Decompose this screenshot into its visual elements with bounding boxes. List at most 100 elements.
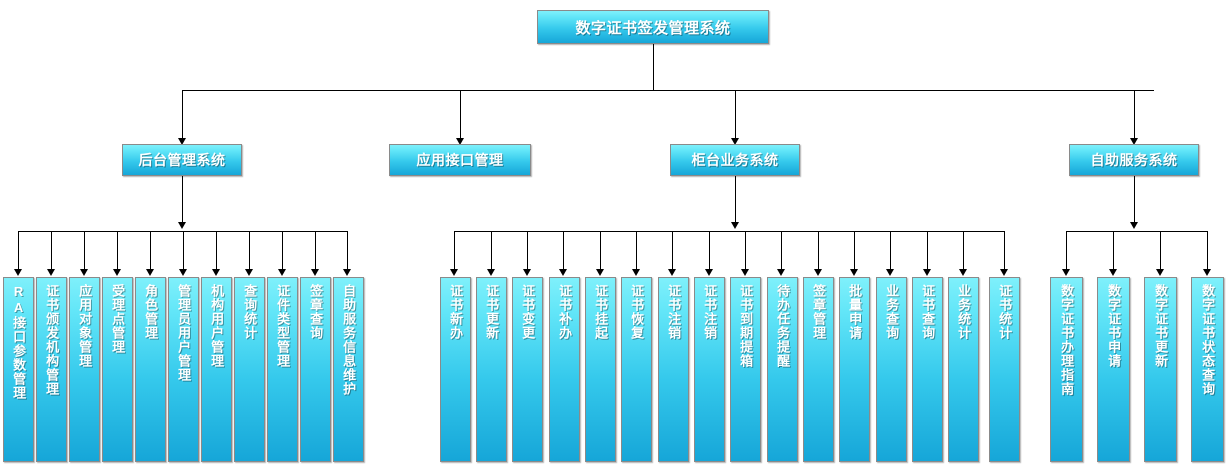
leaf-node[interactable]: 数字证书办理指南: [1050, 277, 1083, 462]
leaf-node[interactable]: 签章查询: [300, 277, 331, 462]
leaf-node[interactable]: 证书注销: [658, 277, 689, 462]
group3-arrow-10: [777, 269, 785, 276]
group3-drop-4: [563, 231, 564, 271]
group1-drop-6: [183, 231, 184, 271]
group3-stem-line: [735, 176, 736, 224]
group1-arrow-11: [343, 269, 351, 276]
group3-arrow-1: [450, 269, 458, 276]
leaf-node[interactable]: 待办任务提醒: [767, 277, 798, 462]
group4-arrow-3: [1156, 269, 1164, 276]
group4-arrow-2: [1109, 269, 1117, 276]
group1-arrow-8: [245, 269, 253, 276]
group4-stem-line: [1134, 176, 1135, 224]
leaf-node[interactable]: 证书统计: [989, 277, 1020, 462]
group3-arrow-8: [705, 269, 713, 276]
branch-node-counter[interactable]: 柜台业务系统: [670, 144, 800, 176]
group3-drop-8: [709, 231, 710, 271]
group3-stem-arrow: [731, 222, 739, 229]
group1-drop-5: [150, 231, 151, 271]
leaf-node[interactable]: 证书查询: [912, 277, 943, 462]
leaf-node[interactable]: 证书到期提箱: [730, 277, 761, 462]
group1-drop-11: [347, 231, 348, 271]
group4-drop-1: [1066, 231, 1067, 271]
level2-arrow-1: [178, 138, 186, 145]
branch-node-backend[interactable]: 后台管理系统: [122, 144, 242, 176]
leaf-node[interactable]: 业务查询: [876, 277, 907, 462]
leaf-node[interactable]: 批量申请: [839, 277, 870, 462]
group1-bus-line: [18, 231, 347, 232]
level2-drop-1: [182, 90, 183, 140]
leaf-node[interactable]: RA接口参数管理: [3, 277, 34, 462]
leaf-node[interactable]: 证件类型管理: [267, 277, 298, 462]
group3-drop-1: [454, 231, 455, 271]
branch-node-selfservice[interactable]: 自助服务系统: [1069, 144, 1199, 176]
level2-bus-line: [182, 90, 1154, 91]
group1-drop-2: [51, 231, 52, 271]
group4-stem-arrow: [1130, 222, 1138, 229]
group3-arrow-9: [741, 269, 749, 276]
group3-drop-10: [781, 231, 782, 271]
leaf-node[interactable]: 自助服务信息维护: [333, 277, 364, 462]
group4-drop-2: [1113, 231, 1114, 271]
level2-arrow-2: [456, 138, 464, 145]
leaf-node[interactable]: 证书恢复: [621, 277, 652, 462]
group1-arrow-2: [47, 269, 55, 276]
group3-bus-line: [454, 231, 1005, 232]
leaf-node[interactable]: 受理点管理: [102, 277, 133, 462]
group3-drop-7: [672, 231, 673, 271]
root-node[interactable]: 数字证书签发管理系统: [537, 10, 769, 44]
leaf-node[interactable]: 证书补办: [549, 277, 580, 462]
leaf-node[interactable]: 证书注销: [694, 277, 725, 462]
group3-arrow-11: [814, 269, 822, 276]
branch-node-api[interactable]: 应用接口管理: [389, 144, 531, 176]
group1-stem-line: [182, 176, 183, 224]
leaf-node[interactable]: 数字证书状态查询: [1191, 277, 1224, 462]
group4-drop-4: [1207, 231, 1208, 271]
group3-drop-13: [890, 231, 891, 271]
group3-drop-9: [745, 231, 746, 271]
group3-arrow-6: [632, 269, 640, 276]
leaf-node[interactable]: 签章管理: [803, 277, 834, 462]
level2-drop-3: [735, 90, 736, 140]
group1-arrow-3: [80, 269, 88, 276]
group3-arrow-7: [668, 269, 676, 276]
leaf-node[interactable]: 证书变更: [512, 277, 543, 462]
group1-drop-9: [282, 231, 283, 271]
group1-arrow-5: [146, 269, 154, 276]
group1-arrow-6: [179, 269, 187, 276]
group1-drop-10: [315, 231, 316, 271]
leaf-node[interactable]: 应用对象管理: [69, 277, 100, 462]
group1-drop-3: [84, 231, 85, 271]
leaf-node[interactable]: 证书颁发机构管理: [36, 277, 67, 462]
group3-drop-5: [600, 231, 601, 271]
group1-arrow-4: [113, 269, 121, 276]
group3-drop-14: [927, 231, 928, 271]
group1-arrow-10: [311, 269, 319, 276]
group4-bus-line: [1066, 231, 1207, 232]
leaf-node[interactable]: 业务统计: [948, 277, 979, 462]
group4-drop-3: [1160, 231, 1161, 271]
group3-drop-2: [491, 231, 492, 271]
group3-arrow-3: [523, 269, 531, 276]
leaf-node[interactable]: 数字证书更新: [1144, 277, 1177, 462]
group1-arrow-9: [278, 269, 286, 276]
group3-drop-16: [1004, 231, 1005, 271]
leaf-node[interactable]: 管理员用户管理: [168, 277, 199, 462]
leaf-node[interactable]: 证书更新: [476, 277, 507, 462]
leaf-node[interactable]: 证书新办: [440, 277, 471, 462]
group3-drop-12: [854, 231, 855, 271]
group3-drop-6: [636, 231, 637, 271]
level2-arrow-4: [1130, 138, 1138, 145]
leaf-node[interactable]: 机构用户管理: [201, 277, 232, 462]
level2-arrow-3: [731, 138, 739, 145]
level2-drop-2: [460, 90, 461, 140]
group3-arrow-4: [559, 269, 567, 276]
group3-drop-11: [818, 231, 819, 271]
leaf-node[interactable]: 角色管理: [135, 277, 166, 462]
leaf-node[interactable]: 查询统计: [234, 277, 265, 462]
leaf-node[interactable]: 数字证书申请: [1097, 277, 1130, 462]
leaf-node[interactable]: 证书挂起: [585, 277, 616, 462]
group4-arrow-1: [1062, 269, 1070, 276]
group1-drop-4: [117, 231, 118, 271]
